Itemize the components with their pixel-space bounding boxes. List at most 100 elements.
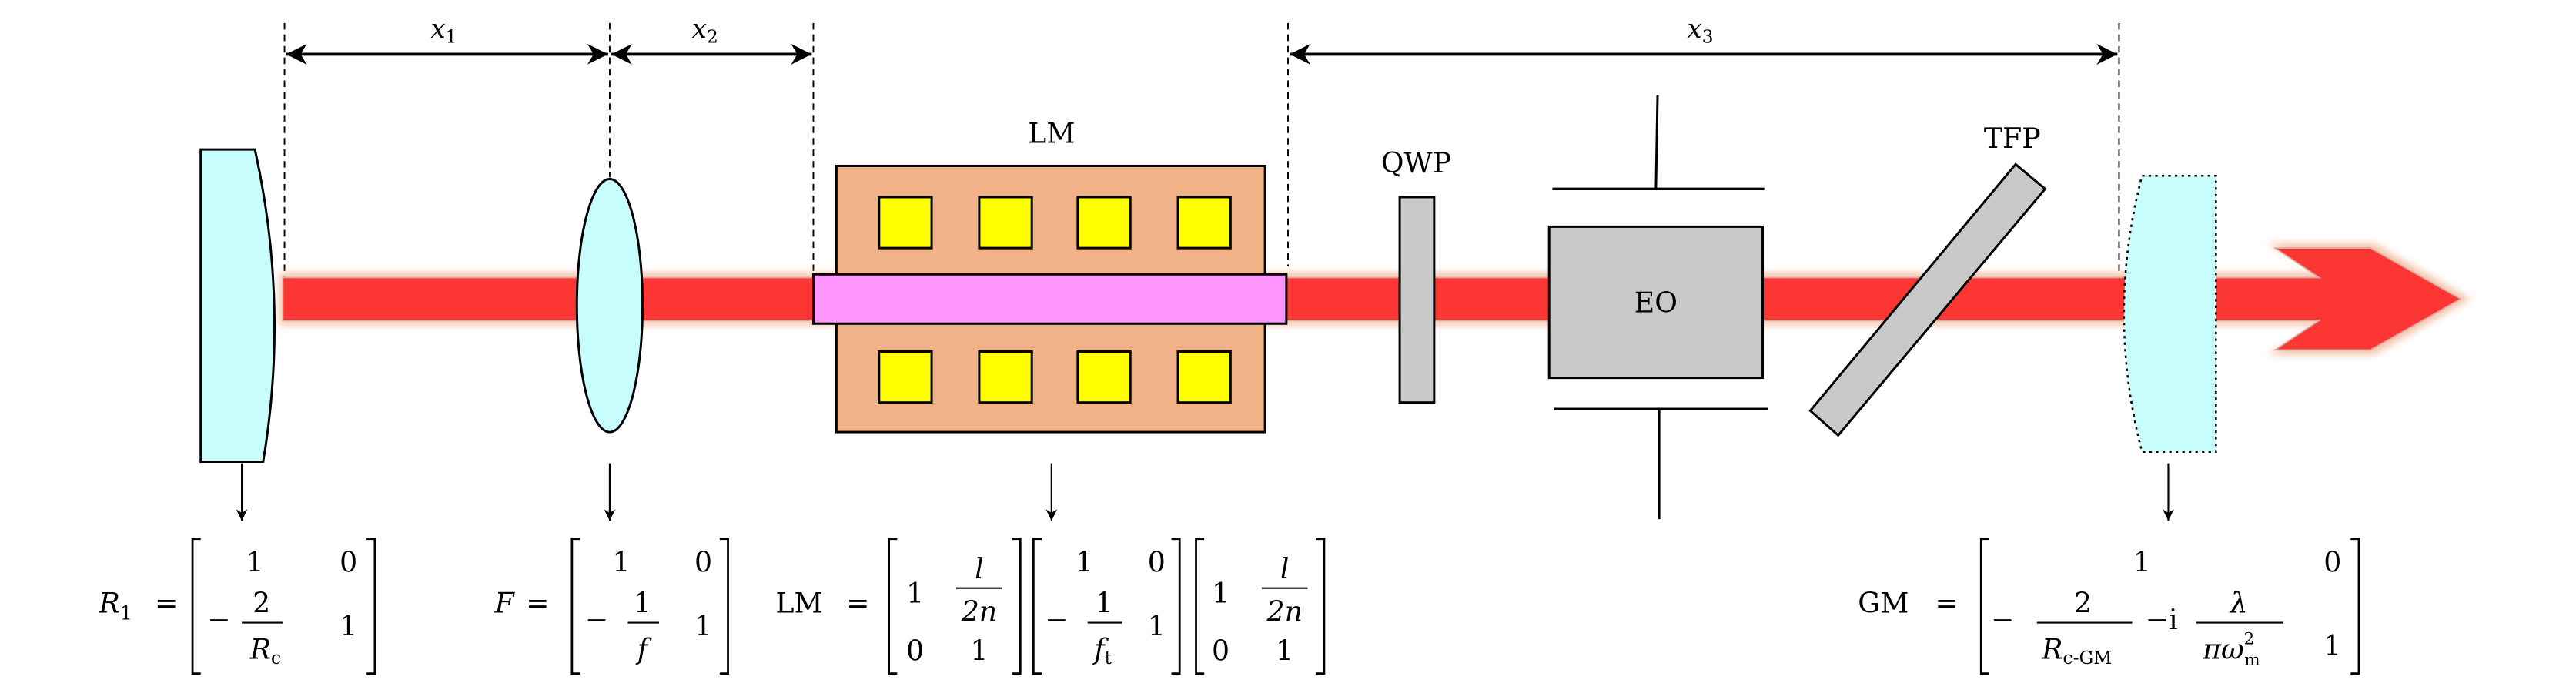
lm-coil xyxy=(1076,196,1132,250)
lm-c-m22: 1 xyxy=(1276,635,1293,668)
lm-a-m12-den: 2n xyxy=(961,595,997,628)
dimension-label-x2: x2 xyxy=(692,14,718,47)
bracket-left xyxy=(570,538,580,675)
lm-coil xyxy=(978,350,1033,404)
qwp-label: QWP xyxy=(1381,146,1451,179)
quarter-wave-plate xyxy=(1398,196,1436,404)
bracket-right xyxy=(1012,538,1022,675)
reference-lines xyxy=(283,22,2120,304)
lm-a-m11: 1 xyxy=(906,577,924,610)
lm-coil xyxy=(978,196,1033,250)
lm-c-m21: 0 xyxy=(1212,635,1229,668)
eo-label: EO xyxy=(1634,286,1678,319)
lm-equals: = xyxy=(846,587,869,620)
bracket-right xyxy=(366,538,376,675)
r1-m11: 1 xyxy=(246,545,264,578)
equation-lm: LM = 1 l 2n 0 1 1 0 − 1 ft 1 1 l xyxy=(775,538,1326,675)
bracket-left xyxy=(888,538,898,675)
laser-beam-body xyxy=(282,247,2462,351)
lm-lhs: LM xyxy=(775,587,822,620)
tfp-label: TFP xyxy=(1984,122,2041,155)
abcd-matrix-equations: R1 = 1 0 − 2 Rc 1 F = 1 0 − 1 f 1 xyxy=(98,538,2360,675)
lm-coil xyxy=(1176,196,1232,250)
gm-m21-den-sub: c-GM xyxy=(2062,647,2112,668)
f-m21-num: 1 xyxy=(634,587,651,620)
bracket-right xyxy=(2350,538,2360,675)
lm-a-m12-num: l xyxy=(975,552,984,585)
eo-electrode-top-lead xyxy=(1654,95,1659,189)
lm-coil xyxy=(878,350,933,404)
gm-m21-sign: − xyxy=(1991,603,2014,636)
bracket-right xyxy=(1171,538,1181,675)
bracket-left xyxy=(1032,538,1042,675)
lm-a-m21: 0 xyxy=(906,635,924,668)
bracket-right xyxy=(1316,538,1326,675)
lm-laser-rod xyxy=(811,273,1288,325)
lm-b-m22: 1 xyxy=(1148,610,1166,643)
r1-m12: 0 xyxy=(340,545,357,578)
gm-equals: = xyxy=(1935,587,1959,620)
dimension-label-x3: x3 xyxy=(1687,14,1713,47)
r1-lhs-sub: 1 xyxy=(120,601,132,625)
laser-beam xyxy=(279,243,2471,355)
svg-text:Rc: Rc xyxy=(249,632,281,668)
gm-m11: 1 xyxy=(2133,545,2151,578)
rear-mirror-r1 xyxy=(199,148,276,463)
r1-m21-den-sub: c xyxy=(271,647,281,668)
bracket-left xyxy=(1195,538,1205,675)
equation-f: F = 1 0 − 1 f 1 xyxy=(494,538,729,675)
lm-b-m12: 0 xyxy=(1148,545,1166,578)
svg-text:Rc-GM: Rc-GM xyxy=(2041,632,2112,668)
svg-text:ft: ft xyxy=(1092,632,1112,668)
f-m12: 0 xyxy=(694,545,712,578)
r1-m21-num: 2 xyxy=(253,587,270,620)
gm-m22: 1 xyxy=(2323,629,2341,662)
bracket-left xyxy=(1979,538,1989,675)
lm-label: LM xyxy=(1028,117,1075,150)
gm-m21-imag: −i xyxy=(2146,603,2178,636)
svg-text:R1: R1 xyxy=(98,587,132,625)
lm-coil xyxy=(878,196,933,250)
gm-m21-num: 2 xyxy=(2074,587,2092,620)
lm-c-m11: 1 xyxy=(1212,577,1229,610)
lm-b-m21-num: 1 xyxy=(1096,587,1113,620)
r1-m21-den: R xyxy=(249,632,271,665)
lm-coil xyxy=(1176,350,1232,404)
bracket-right xyxy=(719,538,729,675)
f-lhs: F xyxy=(494,587,516,620)
r1-equals: = xyxy=(155,587,178,620)
gm-m21-imag-den: πω xyxy=(2202,632,2243,665)
lm-a-m22: 1 xyxy=(970,635,988,668)
equation-r1: R1 = 1 0 − 2 Rc 1 xyxy=(98,538,376,675)
r1-m22: 1 xyxy=(340,610,357,643)
f-m11: 1 xyxy=(612,545,630,578)
r1-lhs: R xyxy=(98,587,119,620)
f-m22: 1 xyxy=(694,610,712,643)
gm-lhs: GM xyxy=(1858,587,1909,620)
gm-m21-imag-den-sup: 2 xyxy=(2244,629,2255,648)
f-m21-sign: − xyxy=(585,603,608,636)
f-m21-den: f xyxy=(635,632,652,665)
bracket-left xyxy=(191,538,201,675)
gaussian-mirror-gm xyxy=(2123,174,2217,453)
eo-crystal xyxy=(1547,225,1765,380)
laser-module xyxy=(811,164,1288,434)
thermal-lens-f xyxy=(575,178,644,434)
electro-optic-modulator xyxy=(1547,95,1768,520)
lm-c-m12-den: 2n xyxy=(1266,595,1303,628)
lm-c-m12-num: l xyxy=(1280,552,1290,585)
gm-m21-den: R xyxy=(2041,632,2062,665)
thin-film-polarizer xyxy=(1808,162,2047,437)
gm-m21-imag-num: λ xyxy=(2229,587,2248,620)
gm-m21-imag-den-sub: m xyxy=(2244,651,2260,670)
gm-m12: 0 xyxy=(2323,545,2341,578)
dimension-label-x1: x1 xyxy=(430,14,457,47)
f-equals: = xyxy=(526,587,549,620)
lm-b-m11: 1 xyxy=(1076,545,1093,578)
lm-b-m21-den-sub: t xyxy=(1105,647,1112,668)
lm-pump-coils xyxy=(878,196,1232,404)
down-arrows xyxy=(236,463,2174,521)
